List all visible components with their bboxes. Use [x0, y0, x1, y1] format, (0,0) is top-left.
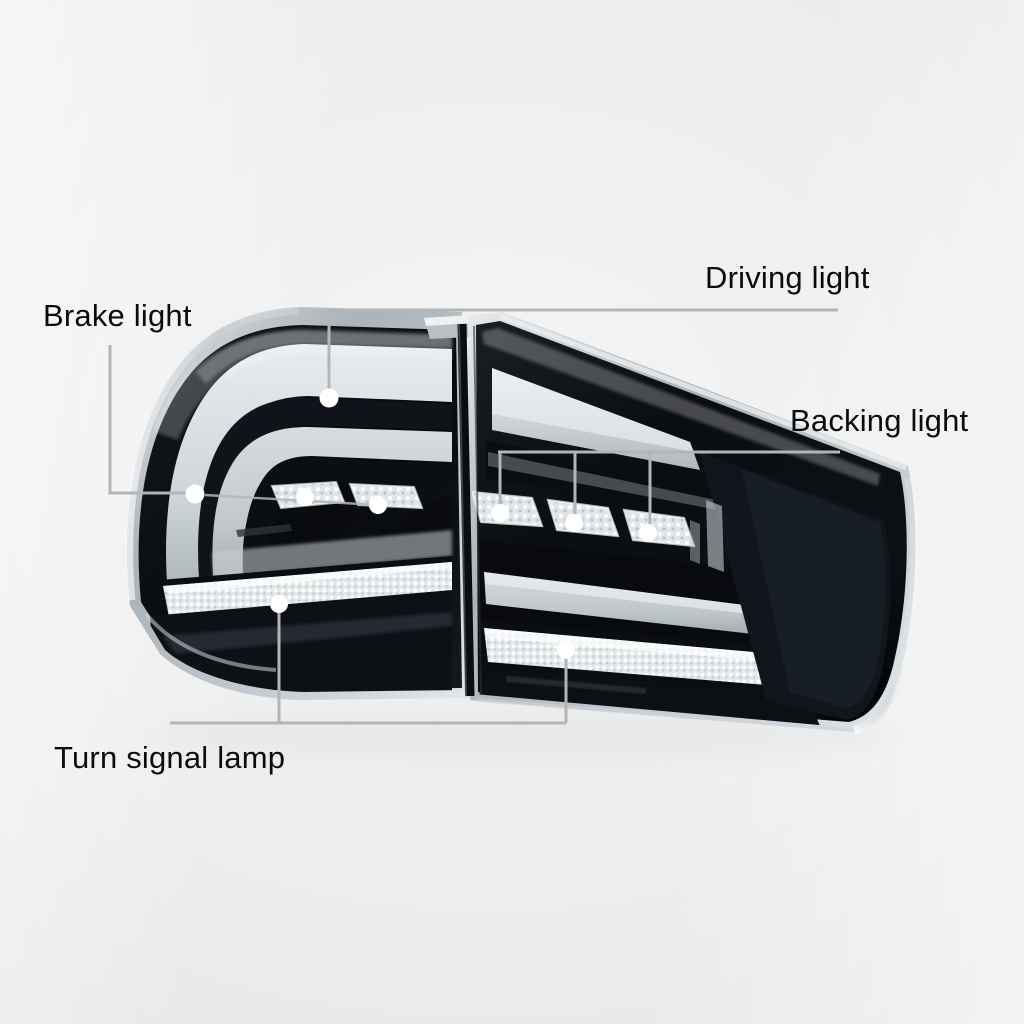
callout-label-brake-light: Brake light [43, 298, 192, 333]
right-lamp-half [424, 312, 918, 734]
callout-label-backing-light: Backing light [790, 403, 969, 438]
callout-label-turn-signal-lamp: Turn signal lamp [54, 740, 286, 775]
backing-led-blocks [470, 490, 696, 548]
left-lamp-half [126, 307, 470, 700]
callout-label-driving-light: Driving light [705, 260, 870, 295]
